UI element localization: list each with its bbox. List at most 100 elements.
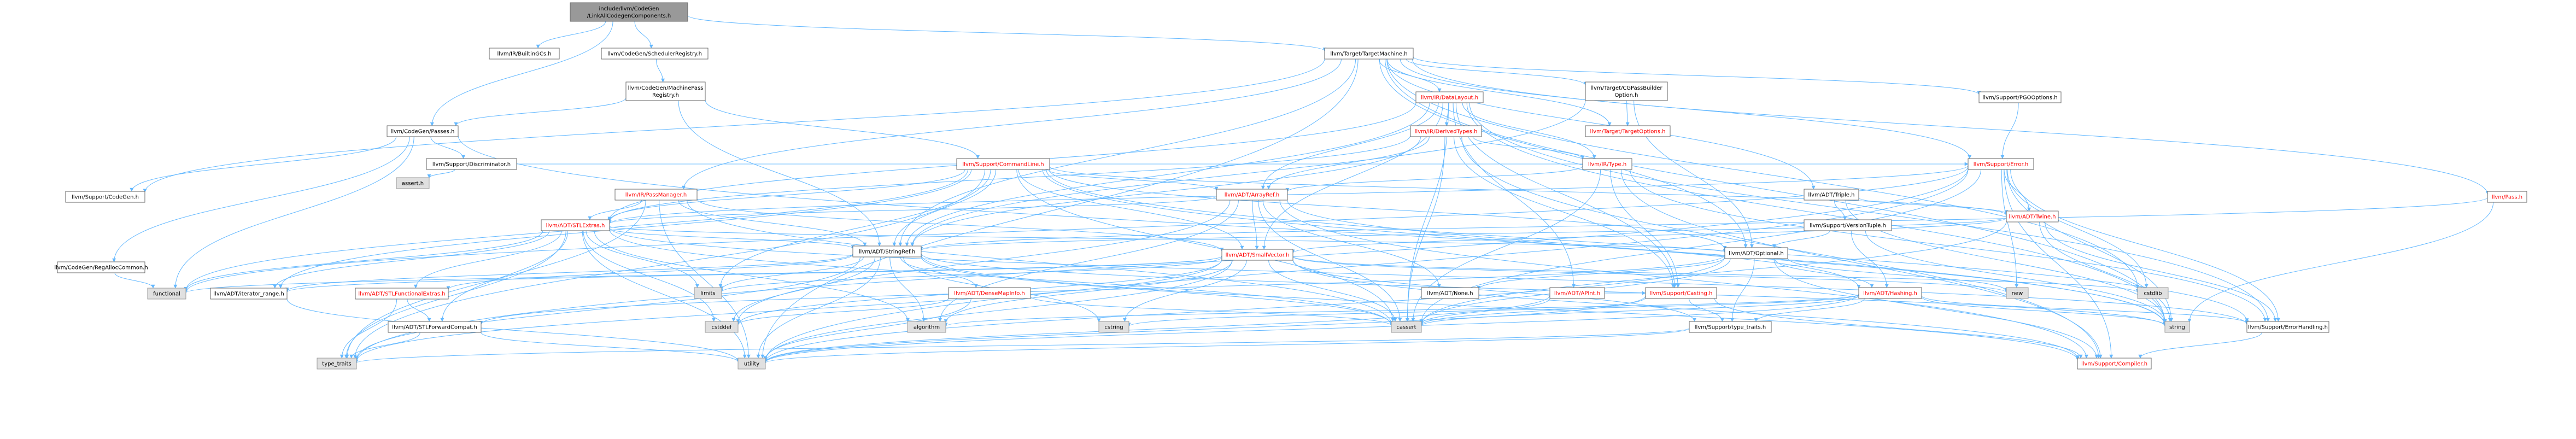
node-small-vector[interactable]: llvm/ADT/SmallVector.h <box>1221 249 1293 261</box>
edge-command_line-to-stl_extras <box>607 169 965 221</box>
edge-derived_types-to-ir_type <box>1472 136 1585 160</box>
node-label: string <box>2169 325 2185 331</box>
node-string-ref[interactable]: llvm/ADT/StringRef.h <box>852 245 922 257</box>
node-box <box>147 288 186 300</box>
node-label: cstring <box>1104 325 1123 331</box>
node-label: limits <box>700 291 715 297</box>
edge-stl_extras-to-functional <box>184 230 543 291</box>
node-iterator-range[interactable]: llvm/ADT/iterator_range.h <box>210 288 288 300</box>
node-triple[interactable]: llvm/ADT/Triple.h <box>1804 189 1859 201</box>
edge-data_layout-to-array_ref <box>1261 102 1439 190</box>
edge-support_error-to-cstdlib <box>2007 169 2148 288</box>
node-compiler[interactable]: llvm/Support/Compiler.h <box>2077 358 2152 370</box>
node-derived-types[interactable]: llvm/IR/DerivedTypes.h <box>1410 125 1482 137</box>
node-pgo-options[interactable]: llvm/Support/PGOOptions.h <box>1978 91 2062 103</box>
edge-error_handling-to-compiler <box>2138 332 2263 359</box>
node-apint[interactable]: llvm/ADT/APInt.h <box>1549 287 1605 299</box>
node-data-layout[interactable]: llvm/IR/DataLayout.h <box>1415 91 1484 103</box>
node-label: llvm/ADT/ArrayRef.h <box>1225 192 1280 198</box>
node-ir-type[interactable]: llvm/IR/Type.h <box>1582 158 1632 170</box>
edge-command_line-to-array_ref <box>1047 169 1219 191</box>
node-adt-hashing[interactable]: llvm/ADT/Hashing.h <box>1858 287 1922 299</box>
node-box <box>387 125 459 137</box>
node-label: llvm/ADT/STLForwardCompat.h <box>392 325 477 331</box>
edge-stl_extras-to-adt_optional <box>609 226 1726 253</box>
node-type-traits: type_traits <box>317 358 357 370</box>
node-sched-registry[interactable]: llvm/CodeGen/SchedulerRegistry.h <box>601 48 709 60</box>
node-type-traits-support[interactable]: llvm/Support/type_traits.h <box>1689 321 1772 333</box>
node-discriminator[interactable]: llvm/Support/Discriminator.h <box>426 158 517 170</box>
edge-triple-to-twine <box>1858 197 2009 214</box>
edge-type_traits_support-to-type_traits <box>354 327 1690 364</box>
node-box <box>1804 219 1892 231</box>
edge-command_line-to-adt_optional <box>1049 169 1727 250</box>
edge-cgpass_builder_opt-to-string_ref <box>910 100 1586 247</box>
node-pass-h[interactable]: llvm/Pass.h <box>2487 191 2527 203</box>
edge-regalloc_common-to-functional <box>114 272 155 289</box>
node-array-ref[interactable]: llvm/ADT/ArrayRef.h <box>1216 189 1288 201</box>
node-label: llvm/Pass.h <box>2492 195 2522 201</box>
node-version-tuple[interactable]: llvm/Support/VersionTuple.h <box>1804 219 1892 231</box>
edge-twine-to-error_handling <box>2045 221 2278 322</box>
node-pass-manager[interactable]: llvm/IR/PassManager.h <box>614 189 698 201</box>
edge-type_traits_support-to-utility <box>763 328 1690 364</box>
edge-derived_types-to-string_ref <box>910 136 1421 247</box>
node-error-handling[interactable]: llvm/Support/ErrorHandling.h <box>2246 321 2329 333</box>
node-support-casting[interactable]: llvm/Support/Casting.h <box>1645 287 1717 299</box>
node-twine[interactable]: llvm/ADT/Twine.h <box>2006 210 2059 223</box>
edge-small_vector-to-new_h <box>1292 256 2009 293</box>
node-stl-extras[interactable]: llvm/ADT/STLExtras.h <box>541 219 610 231</box>
node-target-options[interactable]: llvm/Target/TargetOptions.h <box>1585 125 1671 137</box>
node-label: llvm/IR/DerivedTypes.h <box>1415 129 1478 135</box>
node-label: llvm/IR/BuiltinGCs.h <box>497 51 551 57</box>
node-label: llvm/ADT/iterator_range.h <box>213 291 284 297</box>
node-box <box>210 288 288 300</box>
edge-adt_optional-to-stl_forward_compat <box>479 255 1725 325</box>
node-label: llvm/IR/Type.h <box>1588 162 1626 168</box>
edge-array_ref-to-adt_hashing <box>1287 200 1861 289</box>
node-adt-none[interactable]: llvm/ADT/None.h <box>1421 287 1479 299</box>
node-string-h: string <box>2164 321 2190 333</box>
edge-adt_optional-to-utility <box>763 256 1725 362</box>
node-support-codegen[interactable]: llvm/Support/CodeGen.h <box>65 191 145 203</box>
edge-string_ref-to-algorithm <box>889 256 926 322</box>
node-stl-forward-compat[interactable]: llvm/ADT/STLForwardCompat.h <box>388 321 482 333</box>
node-label: llvm/ADT/StringRef.h <box>859 249 915 255</box>
node-cstring: cstring <box>1098 321 1129 333</box>
node-support-error[interactable]: llvm/Support/Error.h <box>1968 158 2034 170</box>
edge-adt_optional-to-new_h <box>1787 257 2009 292</box>
node-box <box>2006 287 2029 299</box>
edge-derived_types-to-array_ref <box>1267 136 1430 190</box>
node-label: include/llvm/CodeGen <box>599 6 659 12</box>
node-command-line[interactable]: llvm/Support/CommandLine.h <box>956 158 1050 170</box>
edge-string_ref-to-iterator_range <box>285 253 853 292</box>
node-builtin-gcs[interactable]: llvm/IR/BuiltinGCs.h <box>489 48 560 60</box>
node-dense-map-info[interactable]: llvm/ADT/DenseMapInfo.h <box>948 287 1031 299</box>
node-regalloc-common[interactable]: llvm/CodeGen/RegAllocCommon.h <box>54 261 148 273</box>
edge-iterator_range-to-utility <box>286 298 740 362</box>
edge-root-to-cg_passes <box>430 21 613 126</box>
node-box <box>355 288 449 300</box>
node-cstddef: cstddef <box>705 321 739 333</box>
edge-string_ref-to-dense_map_info <box>900 256 978 288</box>
edge-sched_registry-to-mpass_registry <box>655 58 665 83</box>
edge-small_vector-to-limits <box>719 257 1222 292</box>
edge-target_machine-to-pgo_options <box>1413 56 1981 95</box>
edge-cg_passes-to-discriminator <box>430 136 466 159</box>
edge-root-to-sched_registry <box>634 21 653 49</box>
node-cg-passes[interactable]: llvm/CodeGen/Passes.h <box>387 125 459 137</box>
node-stl-functional-extras[interactable]: llvm/ADT/STLFunctionalExtras.h <box>355 288 449 300</box>
edge-pass_manager-to-cassert <box>687 200 1394 325</box>
node-target-machine[interactable]: llvm/Target/TargetMachine.h <box>1324 48 1414 60</box>
edge-adt_hashing-to-cassert <box>1419 295 1859 326</box>
node-root[interactable]: include/llvm/CodeGen/LinkAllCodegenCompo… <box>570 2 688 22</box>
edge-adt_hashing-to-algorithm <box>944 294 1859 327</box>
node-label: llvm/Target/CGPassBuilder <box>1590 85 1662 91</box>
node-label: llvm/Support/VersionTuple.h <box>1810 223 1886 229</box>
node-adt-optional[interactable]: llvm/ADT/Optional.h <box>1724 247 1788 259</box>
edge-target_machine-to-support_codegen <box>143 58 1325 193</box>
edge-command_line-to-cassert <box>1016 169 1395 322</box>
node-box <box>948 287 1031 299</box>
